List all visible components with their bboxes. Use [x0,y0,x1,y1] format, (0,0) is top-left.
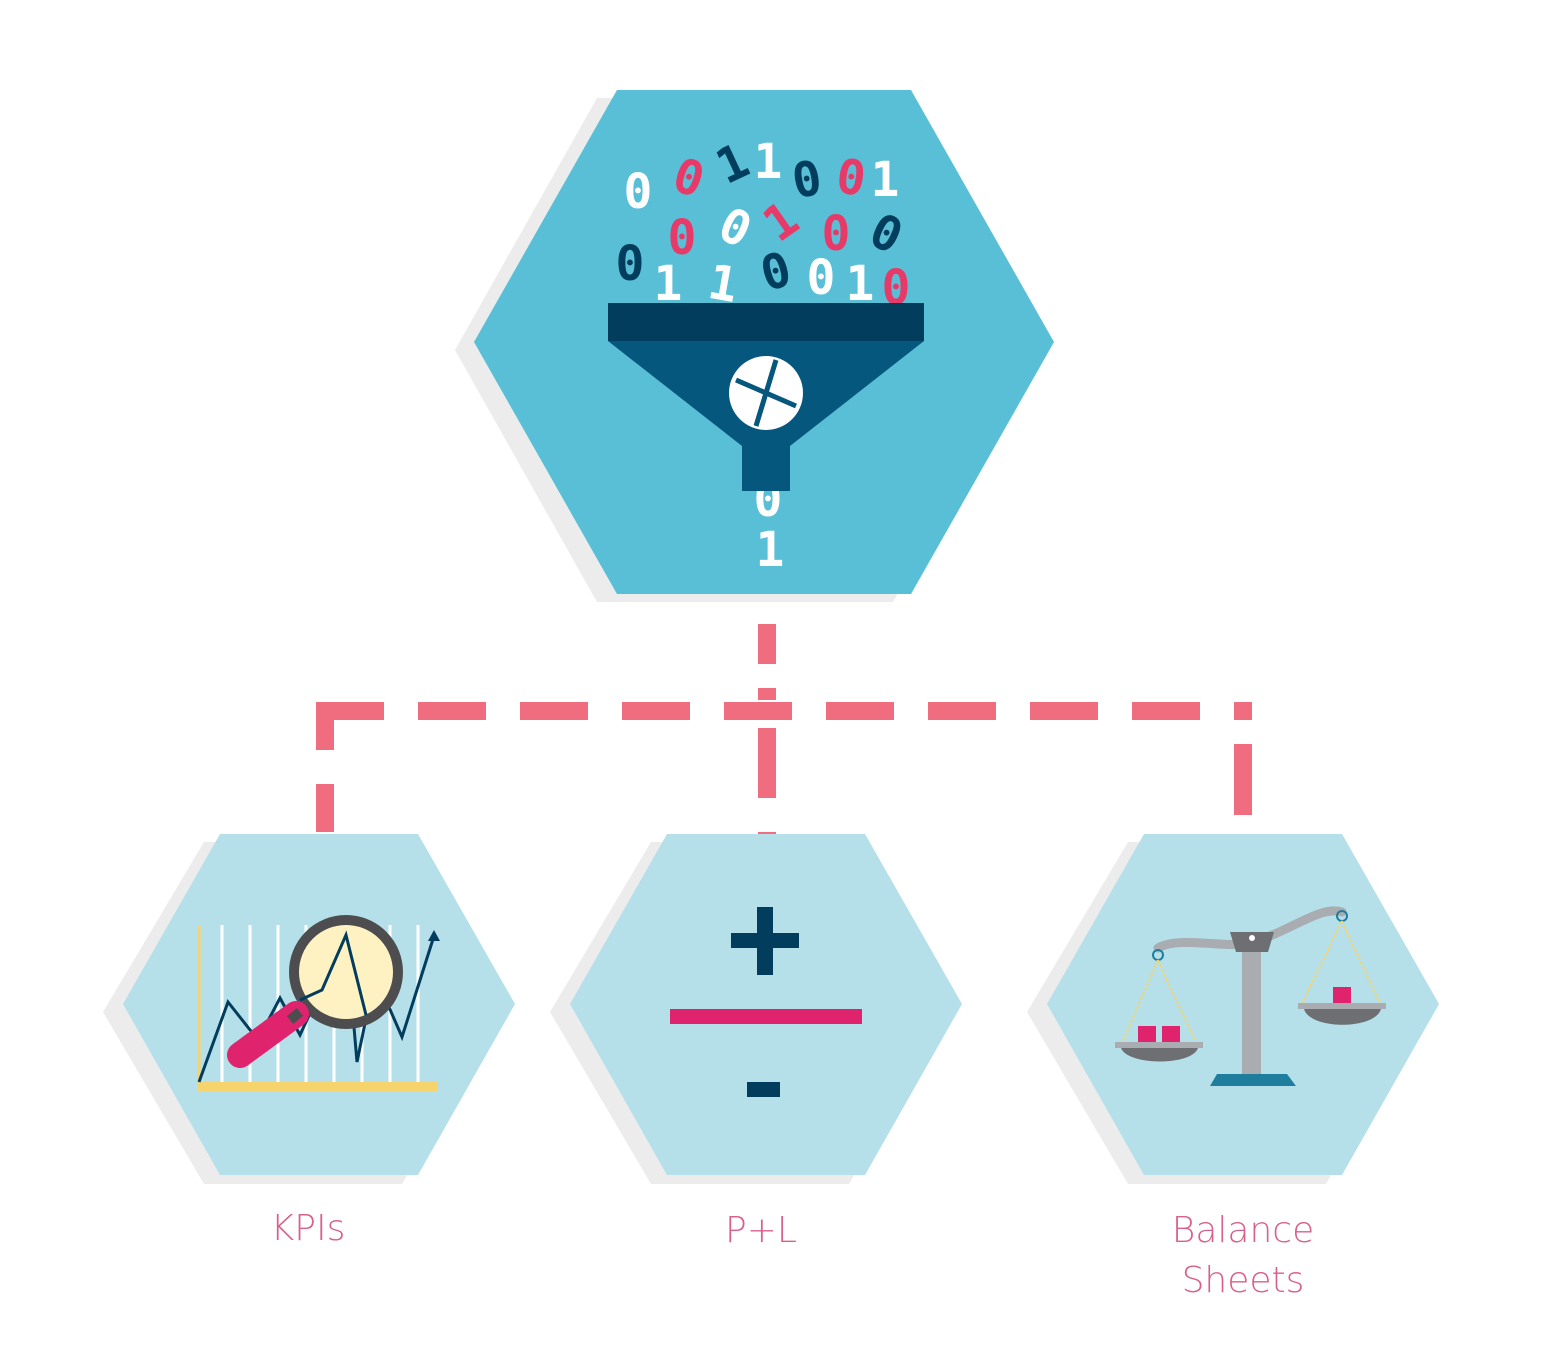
plus-minus-icon [670,907,862,1097]
funnel-rim [608,303,924,341]
binary-digit: 0 [822,206,851,262]
binary-digit: 0 [616,236,645,292]
binary-digit: 1 [846,256,875,312]
pie-chart-icon [729,356,803,430]
binary-digit: 1 [654,256,683,312]
balance-scale-icon [1115,906,1386,1086]
balance-sheets-label: Balance Sheets [1143,1206,1343,1306]
binary-digit: 0 [624,164,653,220]
binary-digit: 0 [668,210,697,266]
binary-digit: 1 [754,134,783,190]
binary-digit: 1 [871,152,900,208]
connector-lines [316,624,1252,836]
kpis-label: KPIs [208,1204,408,1254]
pl-label-line: P+L [725,1210,797,1251]
kpis-label-line: KPIs [270,1208,346,1249]
binary-digit: 1 [756,522,785,578]
balance-label-line-2: Sheets [1181,1260,1305,1301]
minus-sign [747,1082,780,1097]
pl-label: P+L [661,1206,861,1256]
binary-digit: 0 [807,250,836,306]
balance-label-line-1: Balance [1171,1210,1315,1251]
divider-bar [670,1009,862,1024]
pl-hexagon-body [570,834,962,1175]
kpi-chart-magnifier-icon [197,915,440,1091]
plus-sign-vertical [757,907,773,975]
